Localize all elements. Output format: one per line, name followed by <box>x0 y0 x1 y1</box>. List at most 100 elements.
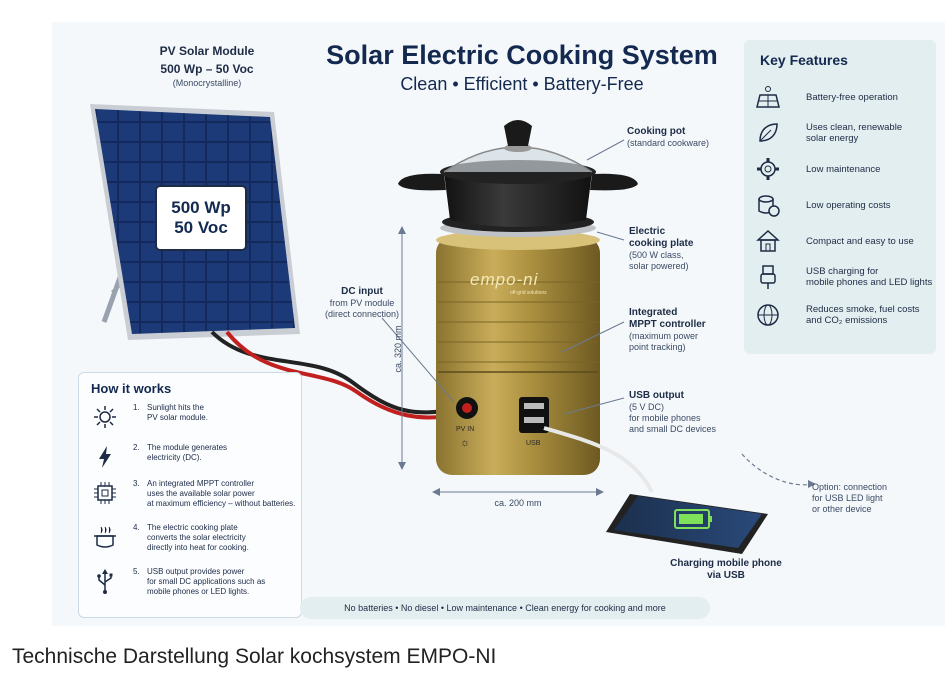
step-line: mobile phones or LED lights. <box>147 587 250 596</box>
plate-sub-2: solar powered) <box>629 261 689 271</box>
plate-title-1: Electric <box>629 226 666 237</box>
step-line: Sunlight hits the <box>147 403 204 412</box>
step-line: uses the available solar power <box>147 489 255 498</box>
feature-line: Low operating costs <box>806 199 891 211</box>
poster-title: Solar Electric Cooking System <box>326 40 718 70</box>
step-line: The electric cooking plate <box>147 523 238 532</box>
step-number: 4. <box>133 523 140 532</box>
step-line: at maximum efficiency – without batterie… <box>147 499 296 508</box>
step-line: USB output provides power <box>147 567 245 576</box>
sun-small-icon: ☼ <box>460 437 471 449</box>
feature-item: Battery-free operation <box>754 82 934 112</box>
phone-callout: Charging mobile phone via USB <box>656 558 796 582</box>
footer-tagline: No batteries • No diesel • Low maintenan… <box>300 597 710 619</box>
step-number: 5. <box>133 567 140 576</box>
poster-subtitle: Clean • Efficient • Battery-Free <box>400 74 644 94</box>
width-dimension: ca. 200 mm <box>494 498 542 508</box>
panel-rating-label: 500 Wp 50 Voc <box>156 198 246 238</box>
feature-line: USB charging for <box>806 266 879 277</box>
feature-line: Reduces smoke, fuel costs <box>806 304 920 315</box>
option-line-3: or other device <box>812 504 872 514</box>
key-features-panel: Key Features Battery-free operation Uses… <box>744 40 936 354</box>
phone-line-2: via USB <box>707 570 745 581</box>
step-line: PV solar module. <box>147 413 208 422</box>
feature-line: and CO₂ emissions <box>806 315 888 326</box>
option-line-2: for USB LED light <box>812 493 883 503</box>
key-features-heading: Key Features <box>760 52 848 68</box>
feature-line: Compact and easy to use <box>806 235 914 247</box>
coins-icon <box>758 195 780 217</box>
pv-module-type: (Monocrystalline) <box>172 78 242 88</box>
panel-wp: 500 Wp <box>171 198 231 217</box>
feature-line: mobile phones and LED lights <box>806 277 933 288</box>
feature-line: solar energy <box>806 133 859 144</box>
pot-sub: (standard cookware) <box>627 138 710 148</box>
height-dimension: ca. 320 mm <box>393 325 403 373</box>
phone-line-1: Charging mobile phone <box>670 558 782 569</box>
feature-line: Low maintenance <box>806 163 881 175</box>
option-callout: Option: connection for USB LED light or … <box>812 482 887 515</box>
pv-in-label: PV IN <box>456 426 475 433</box>
option-line-1: Option: connection <box>812 482 888 492</box>
step-number: 1. <box>133 403 140 412</box>
chip-icon <box>94 482 116 504</box>
step-line: An integrated MPPT controller <box>147 479 255 488</box>
image-caption: Technische Darstellung Solar kochsystem … <box>12 645 497 668</box>
mppt-callout: Integrated MPPT controller (maximum powe… <box>629 307 706 353</box>
brand-logo: empo-ni <box>470 270 539 289</box>
pv-module-spec: 500 Wp – 50 Voc <box>160 62 254 76</box>
step-line: directly into heat for cooking. <box>147 543 249 552</box>
panel-voc: 50 Voc <box>174 218 228 237</box>
solar-panel <box>90 104 300 340</box>
usb-output-sub-3: and small DC devices <box>629 424 717 434</box>
step-number: 2. <box>133 443 140 452</box>
dc-input-callout: DC input from PV module (direct connecti… <box>320 286 404 320</box>
plate-callout: Electric cooking plate (500 W class, sol… <box>629 226 693 272</box>
pot-callout: Cooking pot (standard cookware) <box>627 126 709 149</box>
how-it-works-heading: How it works <box>91 381 172 396</box>
feature-line: Uses clean, renewable <box>806 122 903 133</box>
mppt-sub-1: (maximum power <box>629 331 699 341</box>
infographic-poster: Solar Electric Cooking System Clean • Ef… <box>52 22 945 626</box>
feature-item: Low maintenance <box>754 154 934 184</box>
step-line: The module generates <box>147 443 228 452</box>
pot-icon <box>94 526 116 548</box>
lightning-icon <box>99 446 111 468</box>
solar-panel-icon <box>756 86 780 108</box>
plate-title-2: cooking plate <box>629 238 694 249</box>
usb-output-sub-2: for mobile phones <box>629 413 701 423</box>
dc-input-line1: from PV module <box>329 298 395 308</box>
step-line: electricity (DC). <box>147 453 202 462</box>
feature-item: Compact and easy to use <box>754 226 934 256</box>
leaf-icon <box>759 123 778 142</box>
plate-sub-1: (500 W class, <box>629 250 684 260</box>
usb-icon <box>97 569 113 594</box>
usb-port-label: USB <box>526 440 541 447</box>
usb-output-title: USB output <box>629 390 684 401</box>
step-number: 3. <box>133 479 140 488</box>
usb-output-sub-1: (5 V DC) <box>629 402 665 412</box>
dc-input-line2: (direct connection) <box>324 309 400 319</box>
empo-ni-cooker <box>398 120 654 493</box>
sun-icon <box>94 406 116 428</box>
gear-icon <box>757 158 779 180</box>
feature-line: Battery-free operation <box>806 91 898 103</box>
mppt-sub-2: point tracking) <box>629 342 686 352</box>
globe-icon <box>757 304 779 326</box>
pot-title: Cooking pot <box>627 126 686 137</box>
usb-output-callout: USB output (5 V DC) for mobile phones an… <box>629 390 716 435</box>
feature-item: Low operating costs <box>754 190 934 220</box>
usb-plug-icon <box>760 265 776 289</box>
pv-module-title: PV Solar Module <box>159 44 255 58</box>
mppt-title-2: MPPT controller <box>629 319 706 330</box>
house-icon <box>756 229 780 252</box>
